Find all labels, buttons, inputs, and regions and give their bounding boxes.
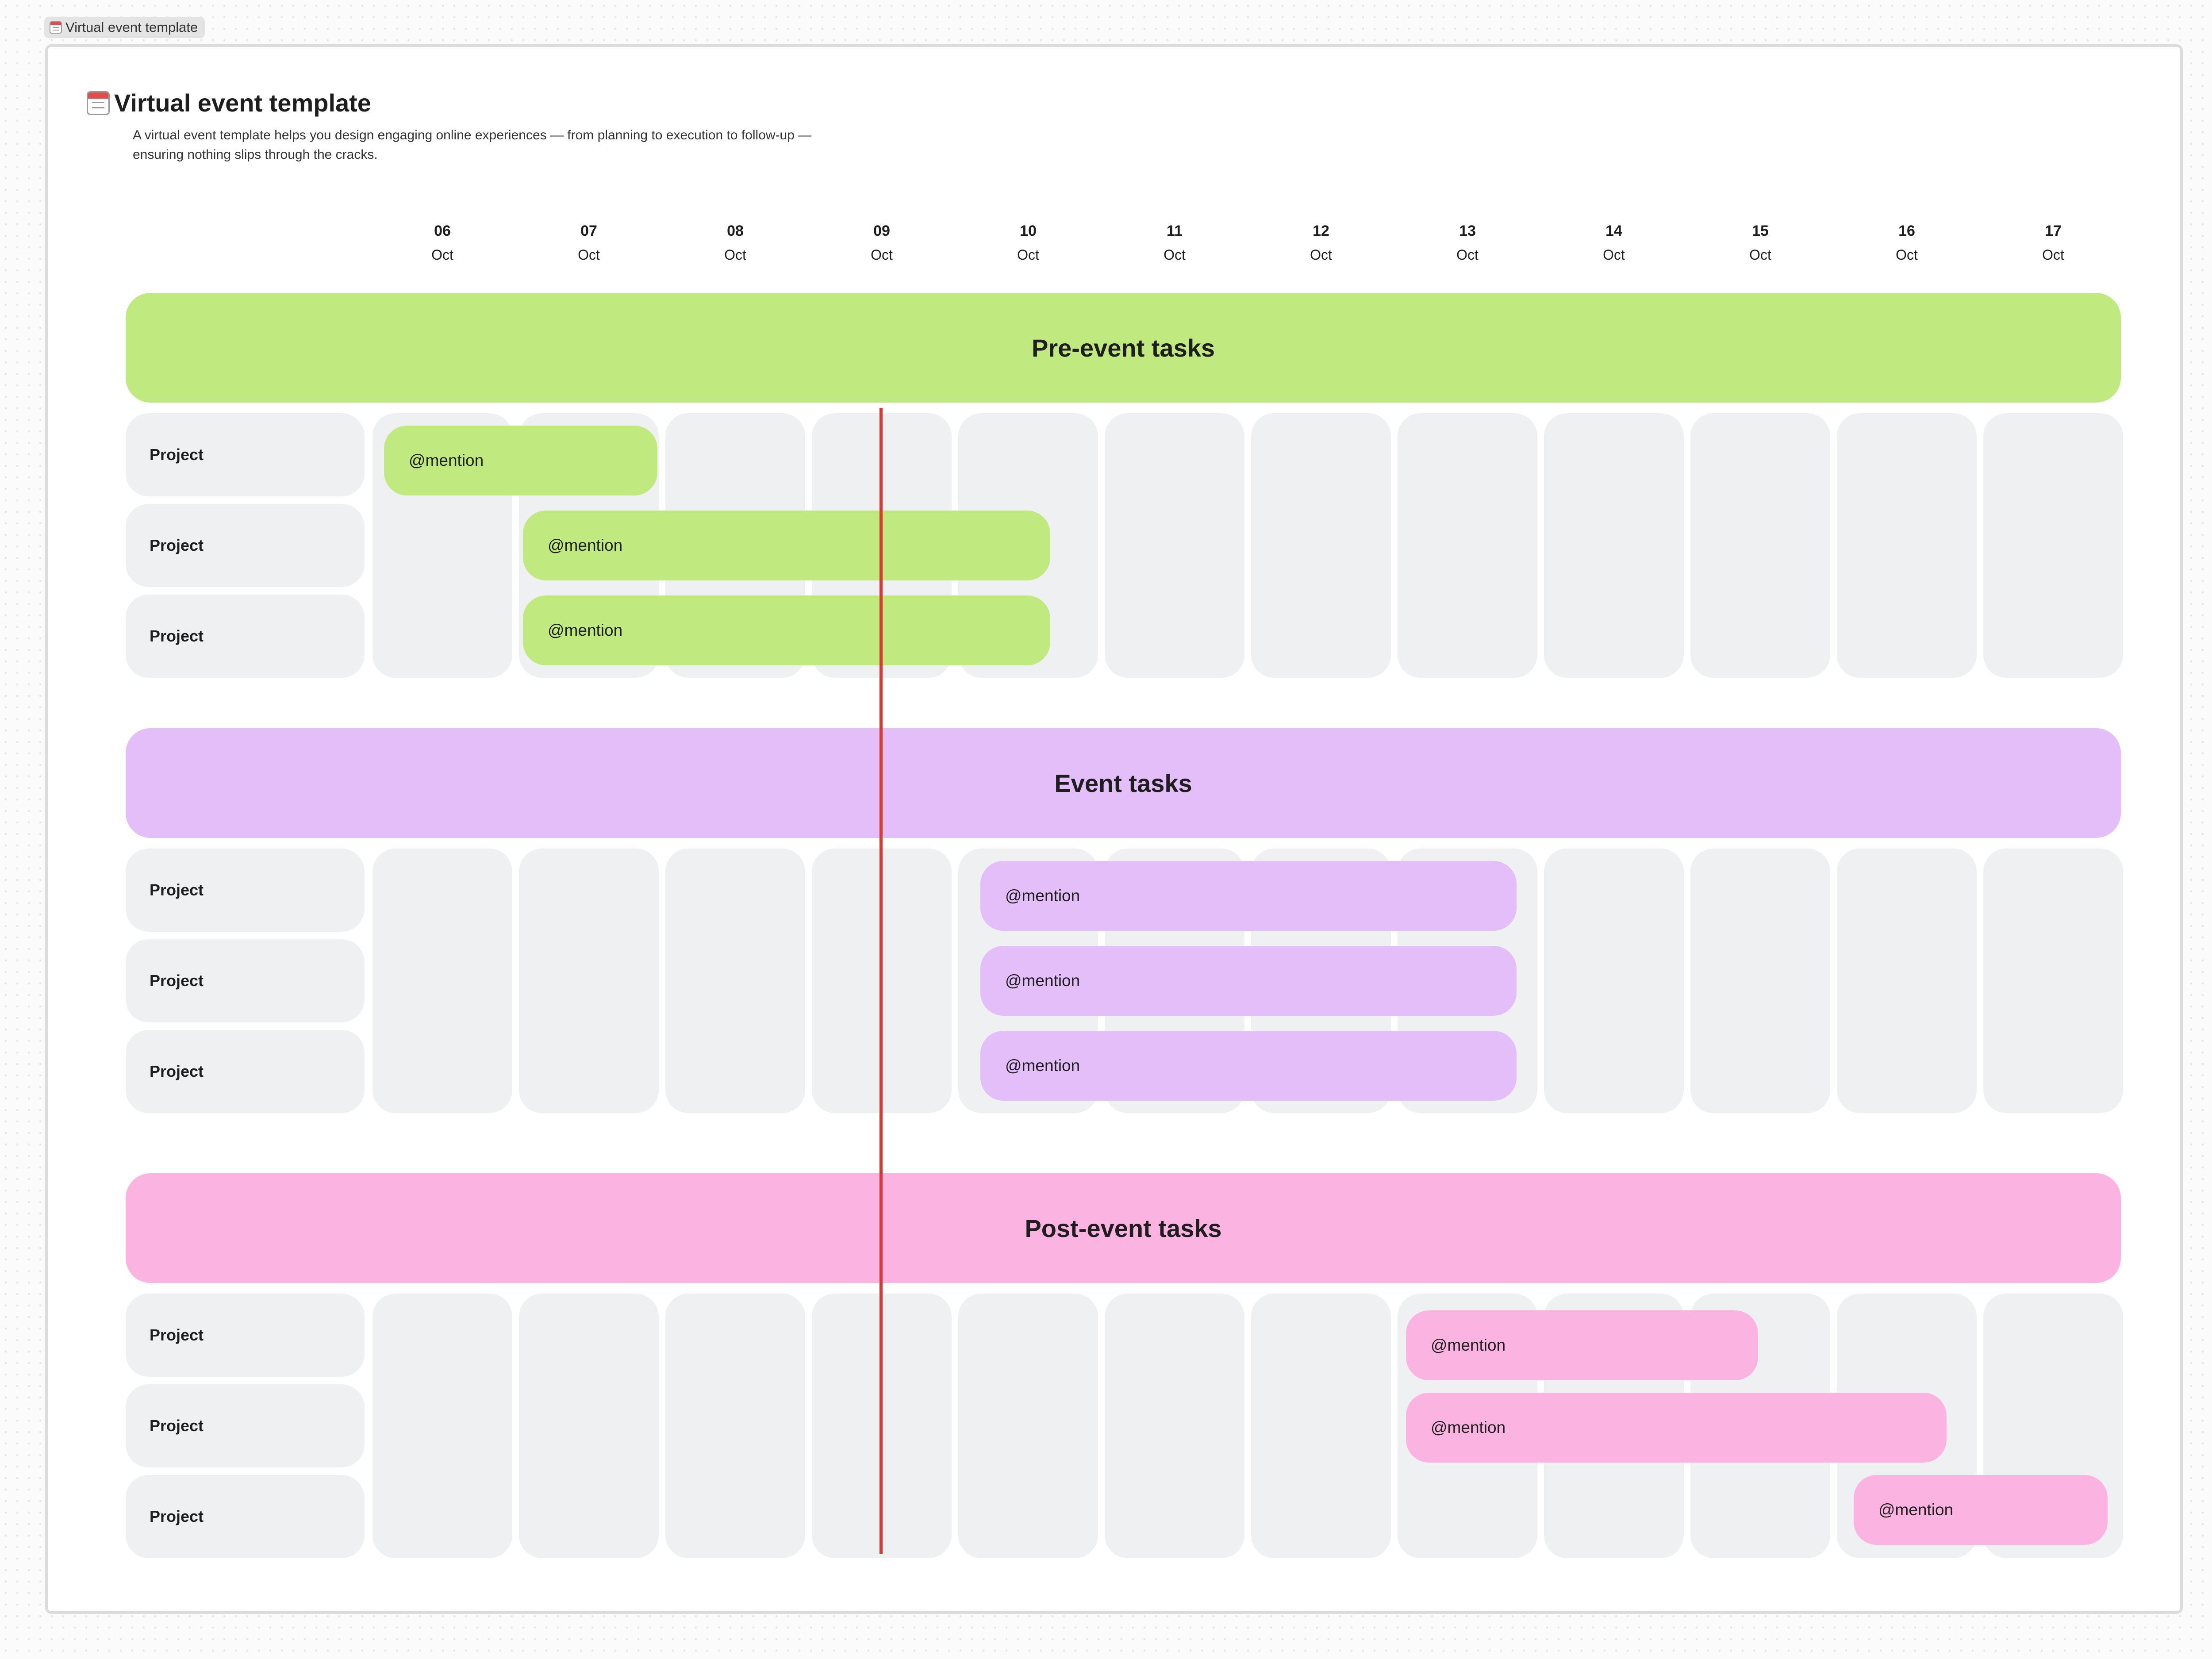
task-bar[interactable]: @mention — [1406, 1310, 1758, 1380]
day-column — [373, 1294, 512, 1558]
page-description: A virtual event template helps you desig… — [133, 126, 894, 165]
task-bar[interactable]: @mention — [384, 426, 657, 495]
row-label[interactable]: Project — [126, 595, 365, 678]
frame-tag-label: Virtual event template — [65, 19, 198, 35]
day-column — [1983, 849, 2123, 1113]
row-label[interactable]: Project — [126, 504, 365, 587]
today-marker-line[interactable] — [879, 408, 883, 1554]
date-month: Oct — [1456, 247, 1479, 263]
day-column — [1690, 413, 1830, 678]
day-column — [1544, 413, 1684, 678]
task-bar[interactable]: @mention — [523, 511, 1050, 580]
frame-tag[interactable]: Virtual event template — [44, 17, 205, 38]
date-month: Oct — [1017, 247, 1039, 263]
date-day: 07 — [580, 223, 597, 239]
section-banner[interactable]: Event tasks — [126, 728, 2121, 838]
day-column — [1251, 413, 1391, 678]
date-month: Oct — [724, 247, 746, 263]
date-month: Oct — [578, 247, 600, 263]
date-day: 08 — [727, 223, 744, 239]
description-line-1: A virtual event template helps you desig… — [133, 128, 812, 142]
day-column — [373, 849, 512, 1113]
day-column — [1690, 849, 1830, 1113]
date-month: Oct — [1164, 247, 1186, 263]
task-bar[interactable]: @mention — [980, 1031, 1517, 1101]
task-bar[interactable]: @mention — [980, 946, 1517, 1016]
date-day: 15 — [1752, 223, 1769, 239]
date-month: Oct — [1603, 247, 1625, 263]
day-column — [1105, 413, 1244, 678]
day-column — [1398, 413, 1537, 678]
description-line-2: ensuring nothing slips through the crack… — [133, 147, 378, 162]
date-month: Oct — [1896, 247, 1918, 263]
date-day: 09 — [873, 223, 890, 239]
day-column — [1983, 413, 2123, 678]
date-month: Oct — [1749, 247, 1771, 263]
task-bar[interactable]: @mention — [1854, 1475, 2108, 1545]
date-day: 14 — [1605, 223, 1622, 239]
task-bar[interactable]: @mention — [523, 595, 1050, 665]
task-bar[interactable]: @mention — [1406, 1393, 1947, 1463]
date-day: 11 — [1167, 223, 1183, 239]
calendar-icon — [50, 21, 62, 34]
page-title: Virtual event template — [114, 89, 371, 117]
date-day: 06 — [434, 223, 451, 239]
date-month: Oct — [871, 247, 893, 263]
day-column — [1837, 849, 1977, 1113]
date-month: Oct — [431, 247, 453, 263]
day-column — [519, 849, 659, 1113]
date-day: 17 — [2045, 223, 2062, 239]
day-column — [1105, 1294, 1244, 1558]
date-month: Oct — [1310, 247, 1332, 263]
task-bar[interactable]: @mention — [980, 861, 1517, 931]
date-day: 10 — [1020, 223, 1037, 239]
calendar-icon — [87, 91, 110, 115]
page-header: Virtual event template — [87, 88, 371, 117]
day-column — [1251, 1294, 1391, 1558]
row-label[interactable]: Project — [126, 939, 365, 1022]
date-day: 12 — [1313, 223, 1329, 239]
date-day: 13 — [1459, 223, 1476, 239]
date-day: 16 — [1898, 223, 1915, 239]
row-label[interactable]: Project — [126, 1475, 365, 1558]
day-column — [665, 849, 805, 1113]
row-label[interactable]: Project — [126, 1030, 365, 1113]
section-banner[interactable]: Post-event tasks — [126, 1173, 2121, 1283]
row-label[interactable]: Project — [126, 1294, 365, 1377]
day-column — [1544, 849, 1684, 1113]
row-label[interactable]: Project — [126, 849, 365, 932]
day-column — [519, 1294, 659, 1558]
day-column — [1837, 413, 1977, 678]
row-label[interactable]: Project — [126, 413, 365, 496]
date-month: Oct — [2042, 247, 2064, 263]
day-column — [958, 1294, 1098, 1558]
row-label[interactable]: Project — [126, 1384, 365, 1467]
day-column — [665, 1294, 805, 1558]
section-banner[interactable]: Pre-event tasks — [126, 293, 2121, 403]
